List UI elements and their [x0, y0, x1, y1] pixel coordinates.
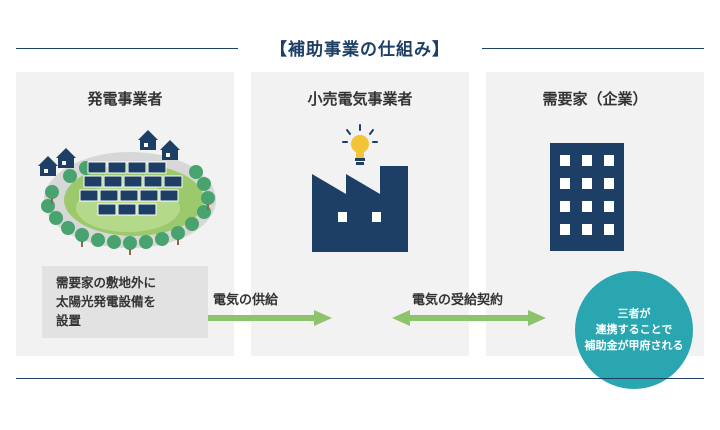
- note-line-1: 需要家の敷地外に: [56, 275, 157, 290]
- supply-arrow-label: 電気の供給: [213, 293, 279, 308]
- diagram-title: 【補助事業の仕組み】: [270, 40, 450, 60]
- office-building-icon: [550, 143, 624, 251]
- circle-line-2: 連携することで: [595, 323, 673, 336]
- circle-line-1: 三者が: [617, 307, 651, 320]
- panel-title-power-producer: 発電事業者: [87, 90, 163, 108]
- top-rule-right: [482, 48, 704, 49]
- note-box-offsite-solar: 需要家の敷地外に 太陽光発電設備を 設置: [42, 266, 208, 338]
- light-bulb-icon: [342, 124, 378, 168]
- subsidy-circle: 三者が 連携することで 補助金が甲府される: [575, 271, 693, 389]
- solar-farm-icon: [30, 128, 220, 256]
- contract-arrow-label: 電気の受給契約: [412, 293, 504, 308]
- circle-line-3: 補助金が甲府される: [584, 339, 684, 352]
- factory-icon: [312, 166, 408, 252]
- panel-title-consumer: 需要家（企業）: [542, 90, 648, 108]
- contract-double-arrow-icon: [392, 310, 546, 326]
- note-line-2: 太陽光発電設備を: [56, 294, 157, 309]
- supply-arrow-icon: [208, 310, 332, 326]
- note-line-3: 設置: [56, 313, 82, 328]
- bottom-rule: [16, 378, 704, 379]
- panel-title-electricity-retailer: 小売電気事業者: [307, 90, 413, 108]
- top-rule-left: [16, 48, 238, 49]
